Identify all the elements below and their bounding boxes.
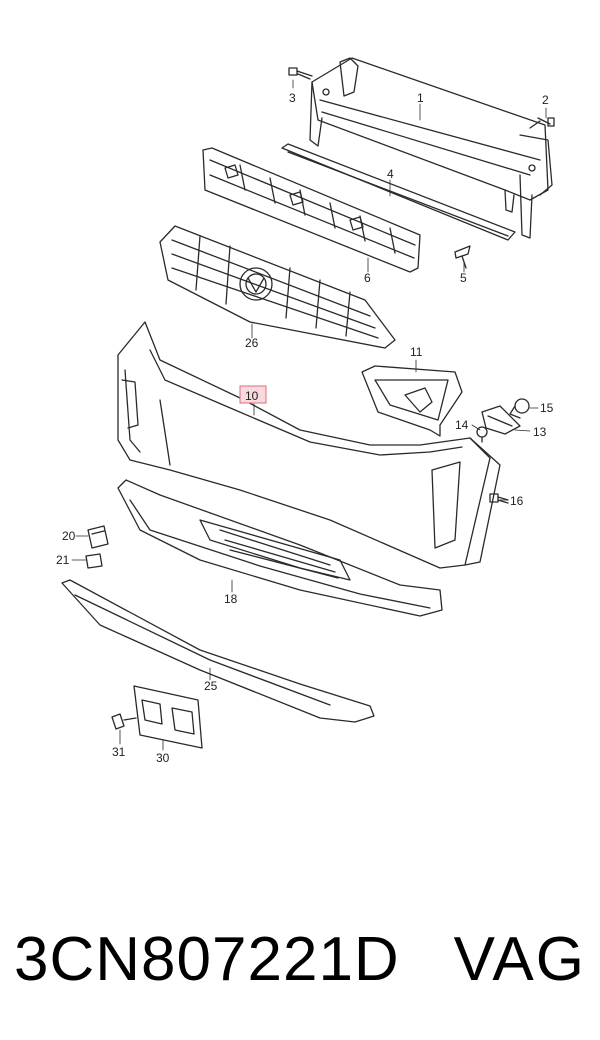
lower-spoiler-part [117,479,443,617]
part-label-15: 15 [540,401,554,415]
part-label-21: 21 [56,553,70,567]
part-label-6: 6 [364,271,371,285]
part-label-3: 3 [289,91,296,105]
part-label-31: 31 [112,745,126,759]
sensor-part-14 [476,426,488,443]
part-label-14: 14 [455,418,469,432]
highlight-box [239,385,267,404]
part-label-18: 18 [224,592,238,606]
bumper-carrier-part [309,57,553,239]
screw-part-31 [111,713,137,730]
license-plate-bracket-part [133,685,203,749]
part-label-26: 26 [245,336,259,350]
part-label-5: 5 [460,271,467,285]
part-code-label: 3CN807221D [14,925,400,994]
sensor-part-15 [509,398,530,419]
part-label-25: 25 [204,679,218,693]
screw-part-3 [288,67,313,80]
exploded-parts-diagram: 1 2 3 4 5 6 10 11 13 14 15 16 18 20 21 2… [56,57,555,765]
bumper-cover-part [117,321,501,569]
guide-strip-part [281,143,516,241]
side-bracket-part [361,365,463,437]
part-label-11: 11 [410,345,423,359]
cover-cap-part-20 [87,525,109,549]
leader-line [514,429,531,432]
screw-part-2 [529,117,555,129]
part-label-20: 20 [62,529,76,543]
radiator-grille-part [159,225,396,349]
sensor-bracket-part-13 [481,405,521,435]
trim-strip-part [61,579,375,723]
part-label-4: 4 [387,167,394,181]
cover-cap-part-21 [85,553,103,569]
impact-absorber-part [202,147,421,273]
leader-line [471,424,481,431]
part-label-30: 30 [156,751,170,765]
footer-caption: 3CN807221D VAG [0,910,600,1010]
part-label-10: 10 [245,389,259,403]
clip-part-5 [454,245,471,269]
brand-label: VAG [453,925,586,994]
screw-part-16 [489,493,509,504]
part-label-2: 2 [542,93,549,107]
part-label-13: 13 [533,425,547,439]
part-label-1: 1 [417,91,424,105]
part-label-16: 16 [510,494,524,508]
